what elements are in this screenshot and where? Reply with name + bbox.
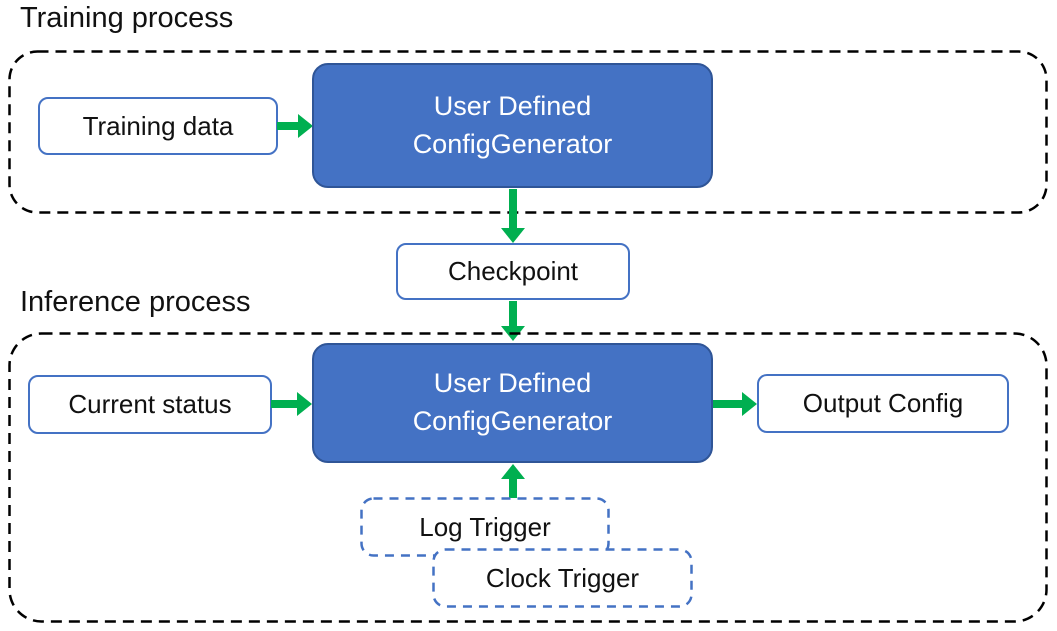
training-process-label: Training process <box>20 2 234 34</box>
arrow-right-icon <box>713 392 757 416</box>
inference-container-outline <box>8 332 1048 623</box>
arrow-shaft <box>271 400 297 408</box>
arrow-up-icon <box>501 464 525 498</box>
arrow-right-icon <box>277 114 313 138</box>
generator-label-line2: ConfigGenerator <box>412 406 613 436</box>
inference-process-label: Inference process <box>20 286 251 318</box>
output-config-box: Output Config <box>757 374 1009 433</box>
arrow-shaft <box>713 400 742 408</box>
training-data-label: Training data <box>82 110 234 141</box>
log-trigger-label: Log Trigger <box>419 511 551 542</box>
arrow-head <box>501 228 525 243</box>
arrow-shaft <box>509 479 517 498</box>
arrow-head <box>501 464 525 479</box>
training-data-box: Training data <box>38 97 278 155</box>
clock-trigger-box: Clock Trigger <box>432 548 693 608</box>
arrow-head <box>298 114 313 138</box>
inference-config-generator-node: User Defined ConfigGenerator <box>312 343 713 463</box>
generator-label-line2: ConfigGenerator <box>412 128 613 159</box>
training-container-outline <box>8 50 1048 214</box>
output-config-label: Output Config <box>802 388 964 418</box>
checkpoint-label: Checkpoint <box>447 256 579 286</box>
training-config-generator-node: User Defined ConfigGenerator <box>312 63 713 188</box>
arrow-head <box>297 392 312 416</box>
arrow-down-icon <box>501 189 525 243</box>
current-status-box: Current status <box>28 375 272 434</box>
arrow-shaft <box>277 122 298 130</box>
clock-trigger-label: Clock Trigger <box>485 562 640 593</box>
arrow-head <box>742 392 757 416</box>
arrow-shaft <box>509 189 517 228</box>
checkpoint-box: Checkpoint <box>396 243 630 300</box>
arrow-right-icon <box>271 392 312 416</box>
log-trigger-box: Log Trigger <box>360 497 610 557</box>
current-status-label: Current status <box>68 389 232 419</box>
generator-label-line1: User Defined <box>433 90 592 121</box>
clock-trigger-outline <box>432 548 693 608</box>
generator-label-line1: User Defined <box>433 368 592 399</box>
arrow-shaft <box>509 301 517 326</box>
